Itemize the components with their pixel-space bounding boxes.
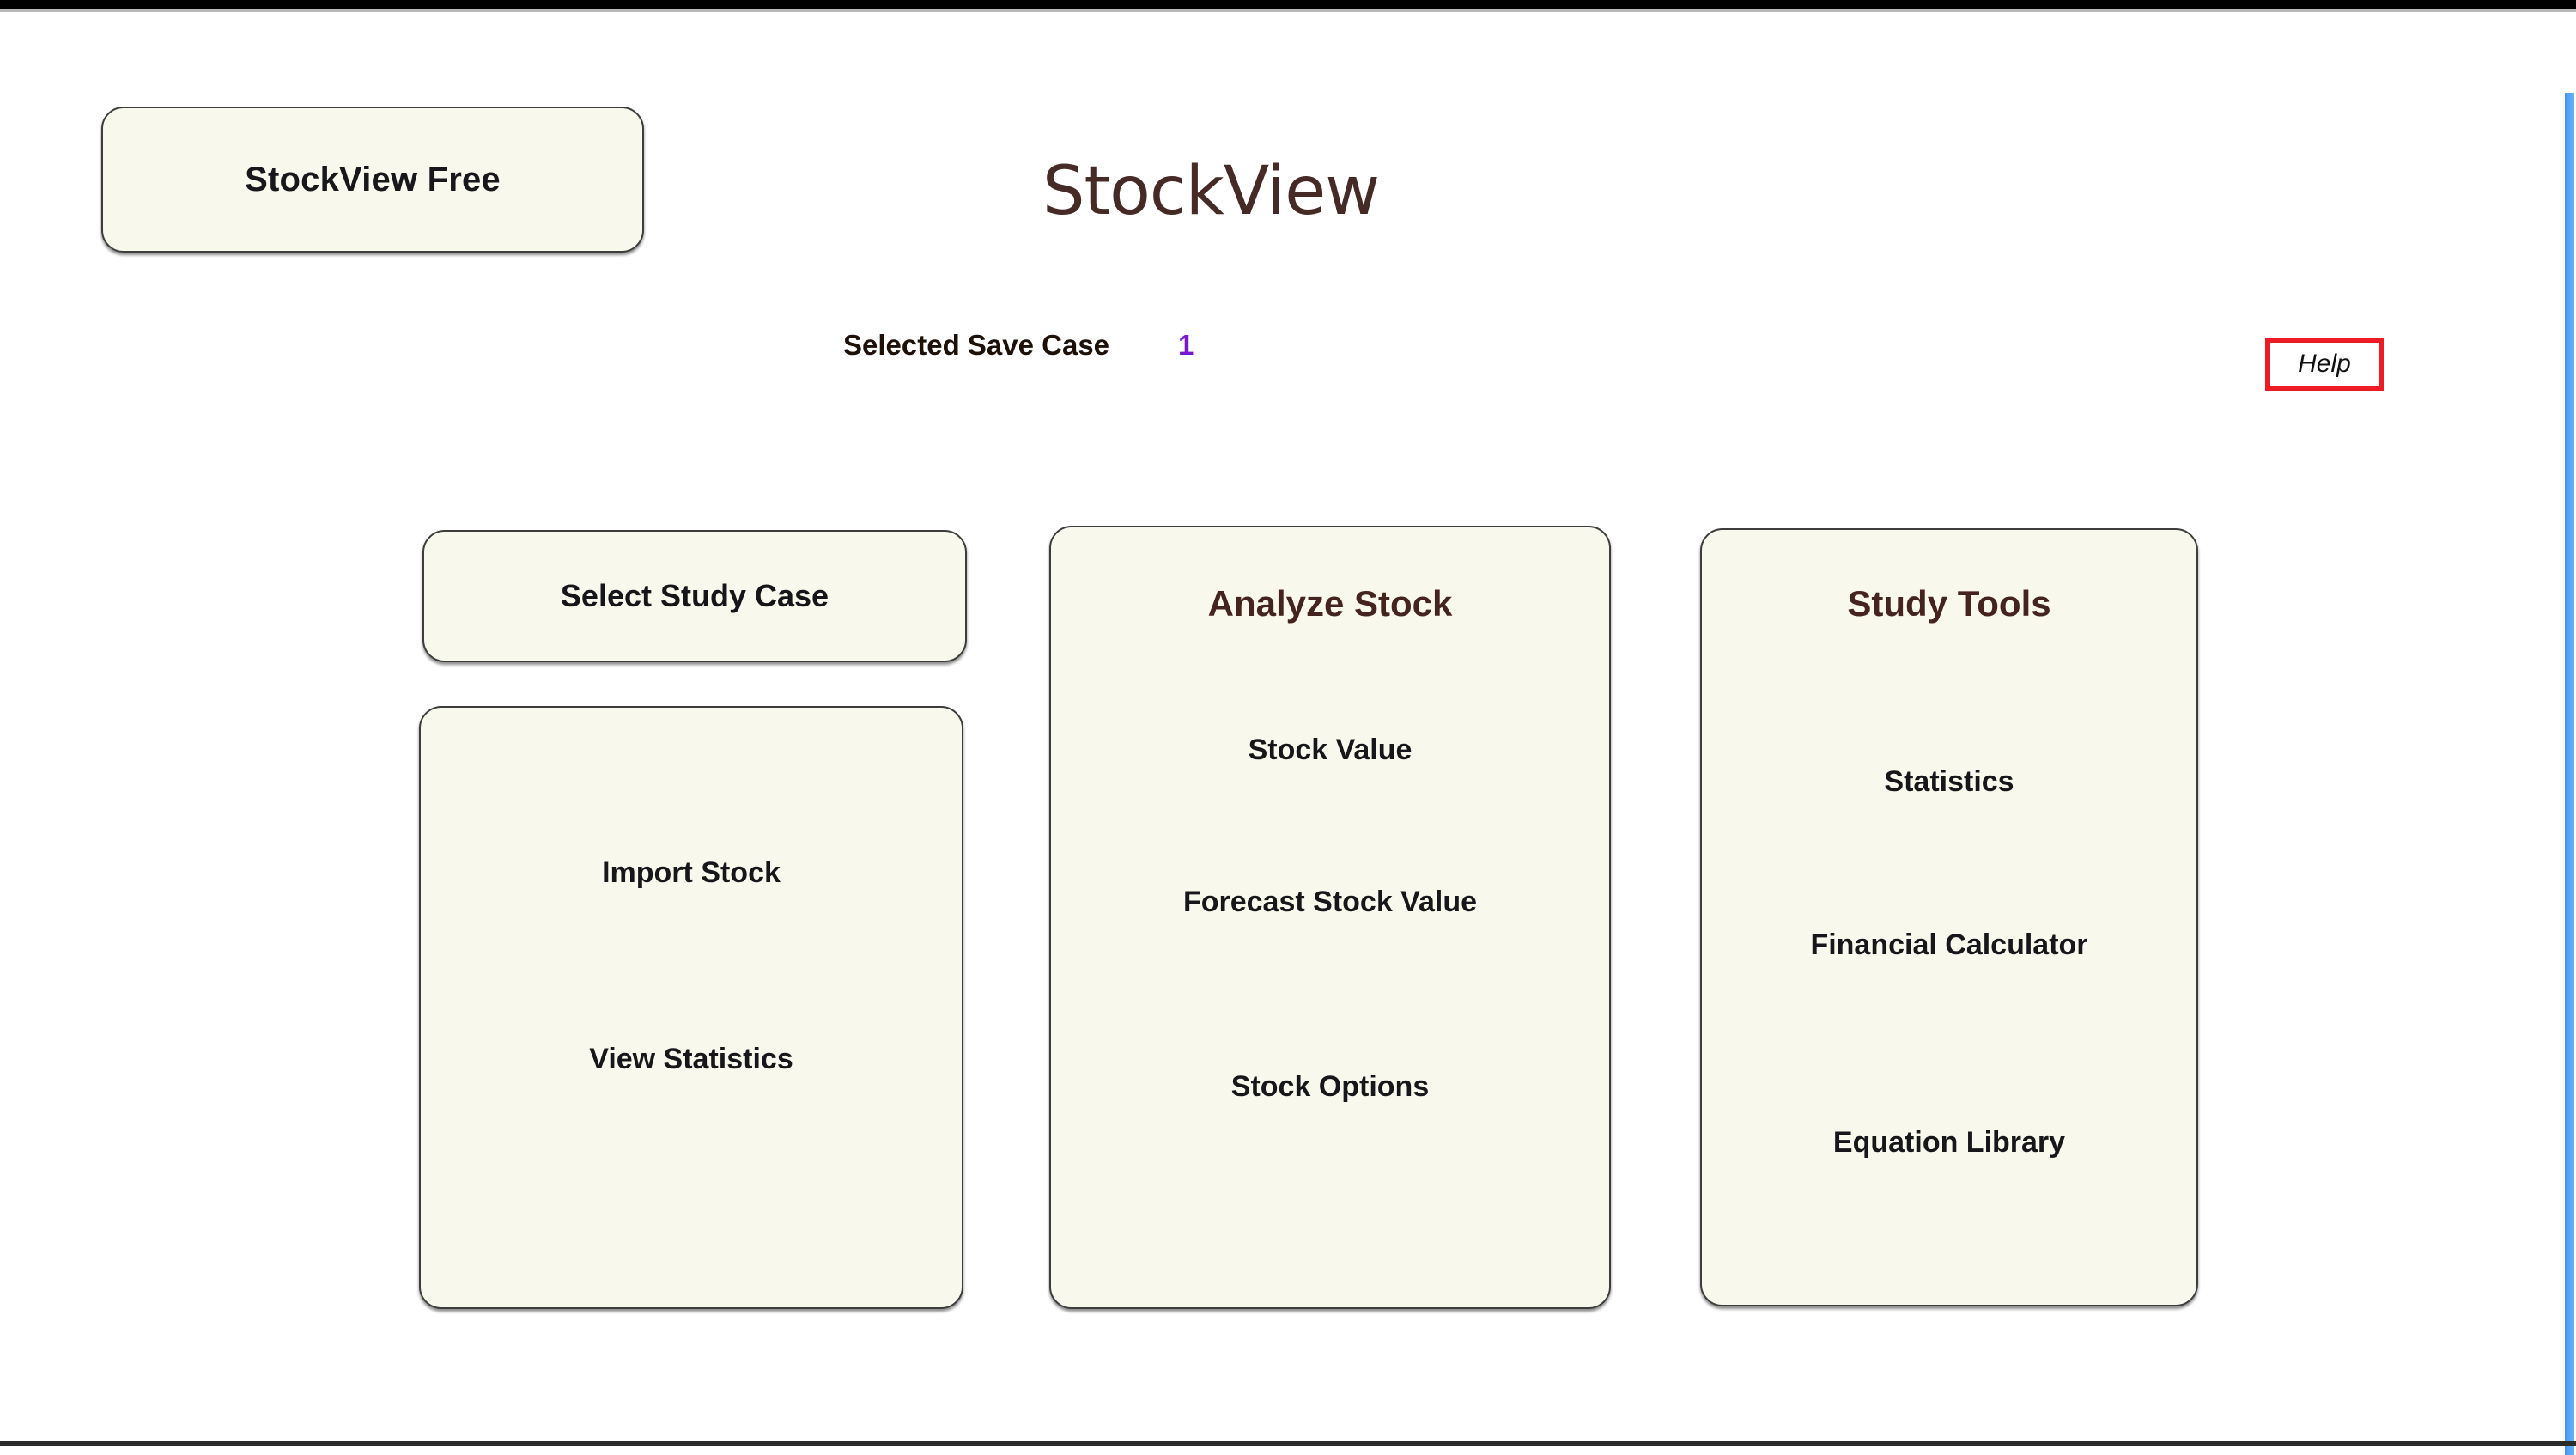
brand-badge[interactable]: StockView Free: [101, 107, 644, 253]
study-tools-panel: Study Tools Statistics Financial Calcula…: [1700, 528, 2198, 1306]
statistics-button[interactable]: Statistics: [1884, 765, 2014, 798]
equation-library-button[interactable]: Equation Library: [1832, 1126, 2066, 1159]
help-button-label: Help: [2298, 350, 2351, 378]
window-bottom-divider: [0, 1441, 2576, 1446]
select-study-case-label: Select Study Case: [560, 578, 829, 613]
stock-options-button[interactable]: Stock Options: [1230, 1070, 1430, 1103]
financial-calculator-button[interactable]: Financial Calculator: [1810, 928, 2088, 961]
brand-badge-label: StockView Free: [245, 160, 501, 198]
vertical-scrollbar-track[interactable]: [2565, 46, 2576, 1455]
study-case-actions-panel: Import Stock View Statistics: [419, 706, 963, 1309]
analyze-stock-heading: Analyze Stock: [1207, 583, 1453, 624]
forecast-stock-value-button[interactable]: Forecast Stock Value: [1182, 886, 1478, 918]
selected-save-case: Selected Save Case 1: [843, 329, 1194, 362]
import-stock-button[interactable]: Import Stock: [602, 856, 781, 889]
help-button[interactable]: Help: [2265, 338, 2384, 391]
page-title: StockView: [1042, 153, 1380, 230]
study-tools-heading: Study Tools: [1847, 583, 2051, 624]
selected-save-case-label: Selected Save Case: [843, 329, 1110, 361]
window-top-bar: [0, 0, 2576, 9]
view-statistics-button[interactable]: View Statistics: [589, 1043, 793, 1075]
analyze-stock-panel: Analyze Stock Stock Value Forecast Stock…: [1049, 526, 1611, 1309]
stock-value-button[interactable]: Stock Value: [1248, 734, 1413, 766]
selected-save-case-value[interactable]: 1: [1178, 329, 1194, 361]
window-top-divider: [0, 9, 2576, 12]
select-study-case-button[interactable]: Select Study Case: [422, 530, 967, 662]
vertical-scrollbar-thumb[interactable]: [2565, 93, 2574, 1455]
